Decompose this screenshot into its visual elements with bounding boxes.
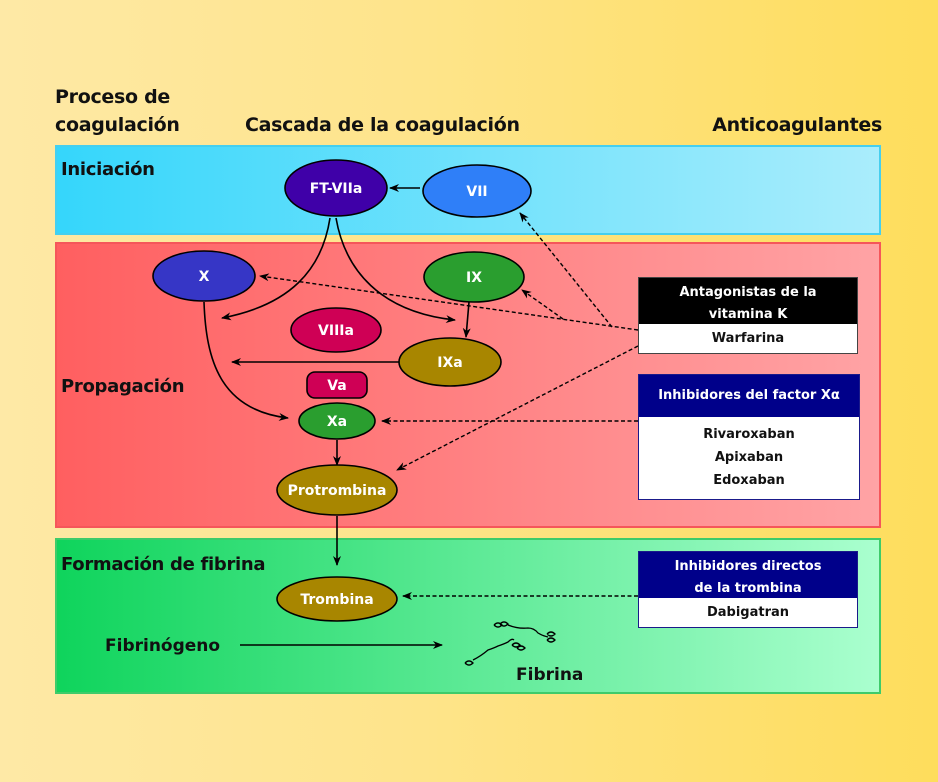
fibrin-label: Fibrina [516,665,583,685]
node-label-vii: VII [466,184,487,200]
node-vii [422,164,532,218]
thrombin-drugs: Dabigatran [639,598,857,627]
vitamin-k-antagonists-box: Antagonistas de la vitamina K Warfarina [638,277,858,354]
arrow-x-to-xa [203,301,289,421]
node-label-protrombina: Protrombina [288,483,387,499]
arrow-ftviia-to-x [221,217,331,321]
fibrin-strands-icon [464,621,556,666]
vitamin-k-title-line1: Antagonistas de la [679,285,817,300]
arrow-ix-to-ixa [462,301,471,338]
vitamin-k-drugs: Warfarina [639,324,857,353]
node-ix [423,251,525,303]
anticoagulants-header: Anticoagulantes [712,114,882,136]
thrombin-title-line1: Inhibidores directos [674,559,822,574]
node-x [152,250,256,302]
drug-warfarina: Warfarina [711,331,785,346]
vitamin-k-antagonists-title: Antagonistas de la vitamina K [639,278,857,324]
node-trombina [276,576,398,622]
node-ixa [398,337,502,387]
drug-dabigatran: Dabigatran [706,605,790,620]
drug-rivaroxaban: Rivaroxaban [703,427,795,442]
node-xa [298,402,376,440]
propagation-label: Propagación [61,376,185,397]
initiation-label: Iniciación [61,159,155,180]
vitamin-k-title-line2: vitamina K [708,307,788,322]
factor-xa-drugs: Rivaroxaban Apixaban Edoxaban [639,417,859,499]
node-label-viiia: VIIIa [318,323,354,339]
direct-thrombin-inhibitors-box: Inhibidores directos de la trombina Dabi… [638,551,858,628]
fibrinogen-label: Fibrinógeno [105,636,220,656]
node-label-trombina: Trombina [300,592,373,608]
inhibit-arrow-vk-to-vii [519,212,613,328]
node-label-ix: IX [466,270,482,286]
process-header: Proceso de coagulación [55,84,180,139]
inhibit-arrow-vk-to-ix [521,289,564,320]
inhibit-arrow-vk-to-x [259,273,639,331]
node-label-ixa: IXa [437,355,462,371]
drug-edoxaban: Edoxaban [713,473,785,488]
node-viiia [290,307,382,353]
drug-apixaban: Apixaban [714,450,784,465]
cascade-header: Cascada de la coagulación [245,114,520,136]
arrow-ftviia-to-ix [335,217,456,324]
node-ft-viia [284,159,388,217]
node-label-va: Va [327,378,347,394]
fibrin-formation-label: Formación de fibrina [61,554,266,575]
process-header-line1: Proceso de [55,86,170,108]
factor-xa-inhibitors-box: Inhibidores del factor Xα Rivaroxaban Ap… [638,374,860,500]
node-label-ft-viia: FT-VIIa [310,181,363,197]
direct-thrombin-inhibitors-title: Inhibidores directos de la trombina [639,552,857,598]
factor-xa-inhibitors-title: Inhibidores del factor Xα [639,375,859,417]
node-protrombina [276,464,398,516]
thrombin-title-line2: de la trombina [694,581,802,596]
node-label-xa: Xa [327,414,347,430]
node-va [306,371,368,399]
node-label-x: X [199,269,210,285]
process-header-line2: coagulación [55,113,180,136]
